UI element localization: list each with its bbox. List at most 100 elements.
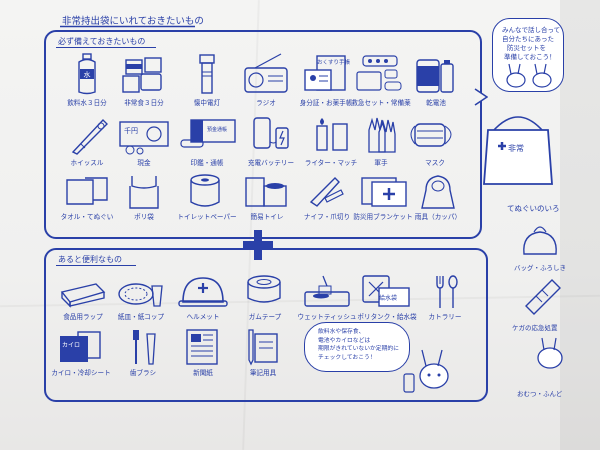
flashlight-icon [199, 54, 215, 94]
id-card-icon [304, 55, 346, 91]
item-toothbrush: 歯ブラシ [112, 326, 174, 377]
side-item-label: おむつ・ふんど [517, 390, 563, 398]
item-label: ヘルメット [186, 313, 220, 321]
item-label: 乾電池 [426, 99, 446, 107]
bubble-top-line: 準備しておこう！ [504, 53, 556, 61]
warmer-text: カイロ [62, 342, 81, 349]
svg-text:水: 水 [84, 70, 91, 79]
plastic-bag-icon [129, 176, 159, 209]
bubble-top-line: 防災セットを [507, 44, 546, 52]
item-radio: ラジオ [235, 52, 297, 107]
item-seal: 印鑑・通帳 [176, 114, 238, 167]
item-label: 印鑑・通帳 [190, 159, 224, 167]
side-panel-title: てぬぐいのいろ [507, 204, 560, 213]
item-label: 救急セット・常備薬 [351, 99, 411, 107]
item-id: 身分証・お薬手帳 [295, 52, 357, 107]
item-label: マスク [425, 159, 445, 167]
item-label: 筆記用具 [249, 369, 277, 377]
id-card-text: おくすり手帳 [317, 60, 351, 66]
item-label: 非常食３日分 [124, 99, 164, 107]
mask-icon [410, 123, 452, 147]
bunny-pair-icon [506, 63, 552, 88]
item-lighter: ライター・マッチ [300, 114, 362, 167]
bag-label-text: 非常 [508, 144, 524, 153]
item-label: タオル・てぬぐい [60, 213, 114, 221]
seal-bankbook-icon [180, 119, 236, 148]
whistle-icon [71, 118, 108, 155]
toilet-paper-icon [190, 174, 220, 207]
cash-icon [119, 121, 169, 155]
item-label: 新聞紙 [193, 369, 213, 377]
side-item-label: ケガの応急処置 [512, 324, 558, 332]
portable-toilet-icon [245, 177, 287, 207]
item-label: ラジオ [256, 99, 276, 107]
cutlery-icon [436, 275, 458, 308]
item-bag: ポリ袋 [113, 172, 175, 221]
blanket-icon [361, 177, 407, 207]
bubble-bottom-line: 飲料水や保存食、 [318, 329, 365, 335]
power-bank-icon [253, 117, 289, 149]
bubble-bottom-line: 電池やカイロなどは [318, 337, 371, 344]
item-warmer: カイロ・冷却シート [50, 326, 112, 377]
bandage-icon [525, 279, 561, 315]
item-label: 紙皿・紙コップ [117, 313, 165, 321]
first-aid-icon [356, 55, 402, 91]
item-label: 雨具（カッパ） [414, 213, 462, 221]
speech-bubble-bottom [304, 322, 410, 372]
item-label: ガムテープ [248, 313, 282, 321]
item-label: ウェットティッシュ [297, 313, 357, 321]
useful-section [44, 248, 488, 402]
hand-warmer-icon [60, 331, 101, 362]
bubble-top-line: 自分たちにあった [502, 35, 554, 43]
furoshiki-bag-icon [523, 226, 557, 255]
item-blanket: 防災用ブランケット [352, 172, 414, 221]
bubble-top-line: みんなで話し合って [502, 26, 561, 34]
item-helmet: ヘルメット [172, 272, 234, 321]
item-knife: ナイフ・爪切り [296, 172, 358, 221]
item-label: カトラリー [428, 313, 462, 321]
item-label: ポリタンク・給水袋 [357, 313, 417, 321]
item-mask: マスク [404, 114, 466, 167]
item-label: ポリ袋 [134, 213, 154, 221]
item-tape: ガムテープ [234, 272, 296, 321]
radio-icon [244, 53, 288, 93]
water-tank-icon [362, 275, 410, 307]
item-cutlery: カトラリー [414, 272, 476, 321]
item-label: トイレットペーパー [177, 213, 237, 221]
item-label: 食品用ラップ [63, 313, 103, 321]
item-label: 身分証・お薬手帳 [299, 99, 353, 107]
item-firstaid: 救急セット・常備薬 [350, 52, 412, 107]
bubble-bottom-line: 期限がきれていないか定期的に [318, 346, 399, 352]
item-raincoat: 雨具（カッパ） [407, 172, 469, 221]
item-label: 飲料水３日分 [67, 99, 107, 107]
item-powerbank: 充電バッテリー [240, 114, 302, 167]
item-label: 軍手 [374, 159, 388, 167]
item-stationery: 筆記用具 [232, 326, 294, 377]
essential-section [44, 30, 482, 239]
item-cash: 現金 [113, 114, 175, 167]
cloth-edge-shadow [560, 0, 600, 450]
helmet-icon [178, 277, 228, 307]
item-whistle: ホイッスル [56, 114, 118, 167]
paper-plate-icon [118, 283, 163, 307]
item-toilet: 簡易トイレ [236, 172, 298, 221]
item-label: 懐中電灯 [193, 99, 221, 107]
speech-bubble-top [492, 18, 564, 92]
header-title: 非常持出袋にいれておきたいもの [62, 16, 204, 27]
water-bag-text: 給水袋 [379, 295, 398, 302]
item-towel: タオル・てぬぐい [56, 172, 118, 221]
seal-tag-text: 預金通帳 [207, 127, 228, 133]
item-newspaper: 新聞紙 [172, 326, 234, 377]
bubble-pointer [474, 88, 488, 106]
battery-icon [416, 59, 454, 93]
side-item-label: バッグ・ふろしき [514, 264, 566, 272]
item-wrap: 食品用ラップ [52, 272, 114, 321]
essential-section-title: 必ず備えておきたいもの [58, 37, 146, 46]
canned-food-icon [122, 57, 162, 93]
item-label: ホイッスル [70, 159, 104, 167]
bubble-bottom-line: チェックしておこう！ [318, 354, 376, 361]
item-label: ライター・マッチ [304, 159, 358, 167]
water-bottle-icon: 水 [78, 53, 96, 95]
item-wetwipe: ウェットティッシュ [296, 272, 358, 321]
